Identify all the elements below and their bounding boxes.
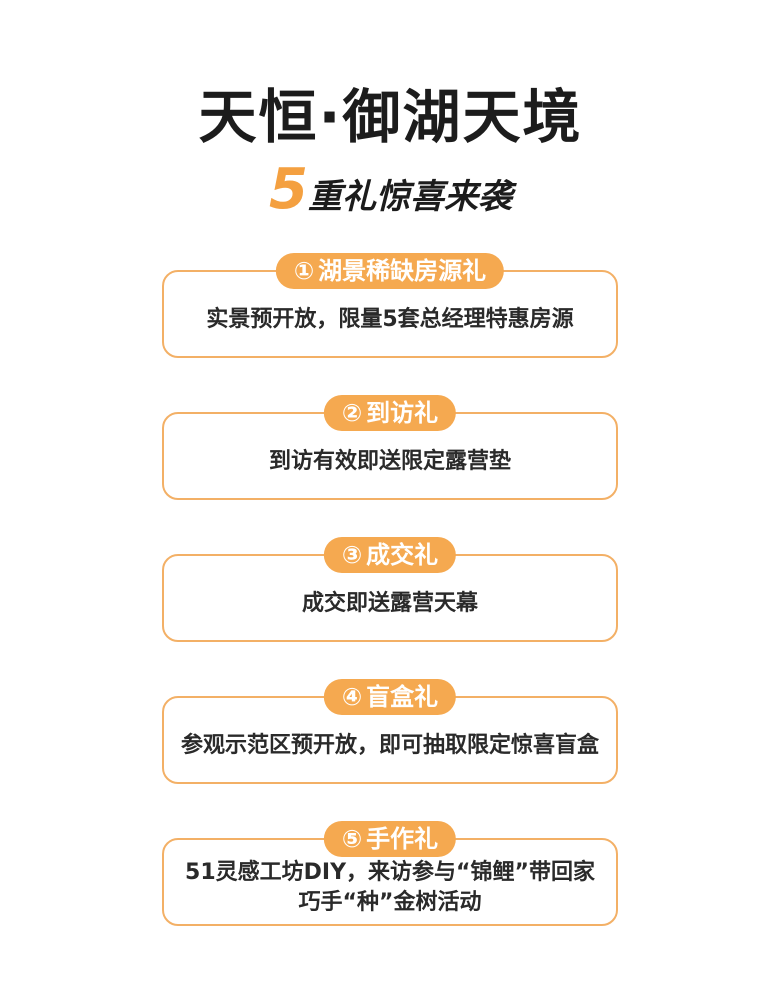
gift-desc-4-line-1: 参观示范区预开放，即可抽取限定惊喜盲盒	[180, 733, 599, 758]
page-title: 天恒·御湖天境	[198, 83, 583, 151]
gift-desc-5-line-1: 51灵感工坊DIY，来访参与“锦鲤”带回家	[185, 860, 595, 885]
subtitle-number: 5	[269, 157, 308, 222]
gift-desc-4: 参观示范区预开放，即可抽取限定惊喜盲盒	[175, 731, 605, 761]
gift-index-2: ②	[341, 399, 363, 427]
gift-desc-3: 成交即送露营天幕	[296, 589, 484, 619]
gift-index-5: ⑤	[341, 825, 363, 853]
gift-name-5: 手作礼	[366, 825, 439, 853]
gift-index-4: ④	[341, 683, 363, 711]
gift-desc-2: 到访有效即送限定露营垫	[263, 447, 517, 477]
gift-desc-3-line-1: 成交即送露营天幕	[301, 591, 478, 616]
gift-desc-1: 实景预开放，限量5套总经理特惠房源	[200, 305, 579, 335]
gift-name-4: 盲盒礼	[366, 683, 439, 711]
gift-name-2: 到访礼	[366, 399, 439, 427]
gift-desc-1-line-1: 实景预开放，限量5套总经理特惠房源	[206, 307, 574, 332]
subtitle-text: 重礼惊喜来袭	[307, 177, 512, 217]
gift-index-1: ①	[293, 257, 315, 285]
gift-index-3: ③	[341, 541, 363, 569]
gift-desc-2-line-1: 到访有效即送限定露营垫	[268, 449, 511, 474]
gift-name-3: 成交礼	[366, 541, 439, 569]
gift-name-1: 湖景稀缺房源礼	[318, 257, 487, 285]
page-subtitle: 5重礼惊喜来袭	[0, 160, 781, 233]
gift-desc-5: 51灵感工坊DIY，来访参与“锦鲤”带回家 巧手“种”金树活动	[179, 858, 601, 918]
gift-desc-5-line-2: 巧手“种”金树活动	[298, 890, 482, 915]
